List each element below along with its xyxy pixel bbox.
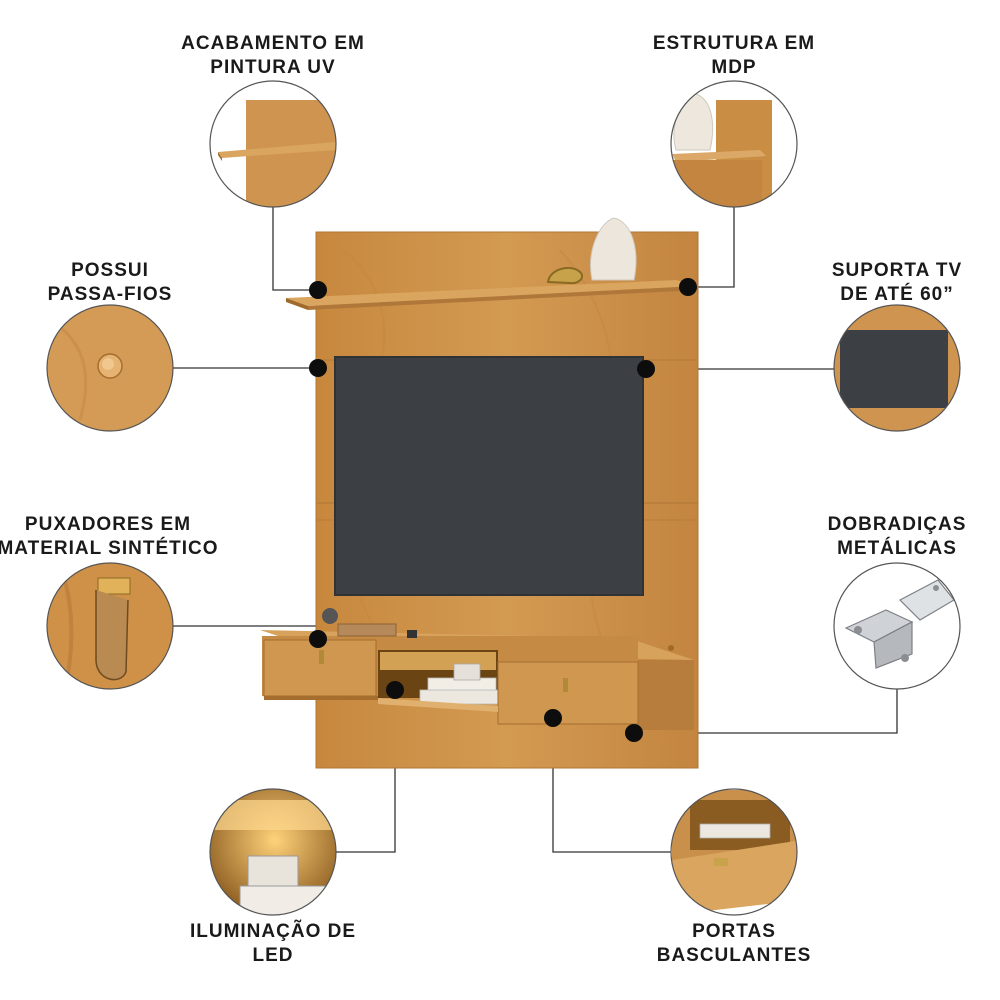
label-portas-line1: PORTAS (692, 921, 776, 942)
detail-tv-circle (833, 304, 961, 432)
label-suporta-tv-line1: SUPORTA TV (831, 260, 963, 281)
label-iluminacao-line2: LED (252, 945, 294, 966)
label-passa-fios: POSSUI PASSA-FIOS (0, 259, 240, 307)
label-puxadores-line2: MATERIAL SINTÉTICO (0, 538, 219, 559)
label-passa-fios-line1: POSSUI (71, 260, 149, 281)
label-dobradicas-line2: METÁLICAS (837, 538, 957, 559)
label-estrutura: ESTRUTURA EM MDP (604, 32, 864, 80)
vase-decor (546, 217, 637, 285)
tv (334, 356, 644, 596)
detail-led-circle (209, 788, 337, 916)
label-passa-fios-line2: PASSA-FIOS (47, 284, 173, 305)
top-shelf (286, 280, 698, 310)
label-acabamento-line1: ACABAMENTO EM (181, 33, 365, 54)
label-puxadores: PUXADORES EM MATERIAL SINTÉTICO (0, 513, 238, 561)
detail-shelf-circle (209, 80, 337, 208)
detail-handle-circle (46, 562, 174, 690)
label-portas: PORTAS BASCULANTES (604, 920, 864, 968)
label-puxadores-line1: PUXADORES EM (24, 514, 192, 535)
label-iluminacao: ILUMINAÇÃO DE LED (143, 920, 403, 968)
label-iluminacao-line1: ILUMINAÇÃO DE (189, 921, 357, 942)
detail-doors-circle (670, 788, 798, 916)
label-dobradicas-line1: DOBRADIÇAS (827, 514, 967, 535)
label-estrutura-line2: MDP (711, 57, 757, 78)
marker-dots (309, 278, 697, 742)
label-acabamento: ACABAMENTO EM PINTURA UV (143, 32, 403, 80)
detail-hinge-circle (833, 562, 961, 690)
label-suporta-tv: SUPORTA TV DE ATÉ 60” (767, 259, 1000, 307)
label-portas-line2: BASCULANTES (656, 945, 812, 966)
label-suporta-tv-line2: DE ATÉ 60” (840, 284, 954, 305)
detail-structure-circle (670, 80, 798, 208)
rack-unit (260, 608, 694, 730)
detail-cable-hole-circle (46, 304, 174, 432)
label-acabamento-line2: PINTURA UV (210, 57, 336, 78)
label-estrutura-line1: ESTRUTURA EM (652, 33, 816, 54)
label-dobradicas: DOBRADIÇAS METÁLICAS (767, 513, 1000, 561)
